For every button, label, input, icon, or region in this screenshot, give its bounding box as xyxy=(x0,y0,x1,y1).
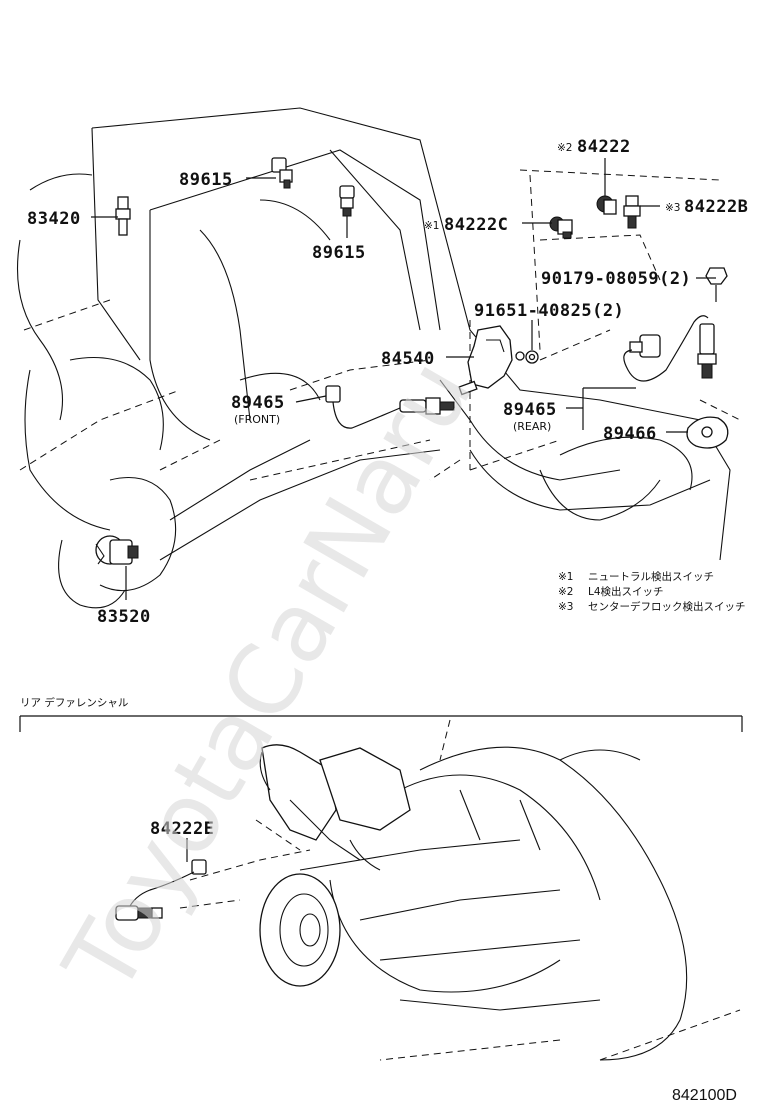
label-84222: 84222 xyxy=(577,137,631,157)
note-3-text: センターデフロック検出スイッチ xyxy=(588,600,746,613)
part-84222-l4-switch xyxy=(596,195,617,215)
label-89615-lower: 89615 xyxy=(312,243,366,263)
label-91651-40825: 91651-40825(2) xyxy=(474,301,624,321)
part-89466-gasket xyxy=(686,416,729,449)
note-2-text: L4検出スイッチ xyxy=(588,585,664,598)
part-89615-upper-sensor xyxy=(271,157,293,189)
label-84540: 84540 xyxy=(381,349,435,369)
label-89615-upper: 89615 xyxy=(179,170,233,190)
part-84222b-center-diff-lock-switch xyxy=(623,195,641,229)
part-83420-oil-pressure-switch xyxy=(115,196,131,236)
note-1-mark: ※1 xyxy=(558,571,573,583)
note-1-text: ニュートラル検出スイッチ xyxy=(588,570,714,583)
label-front: (FRONT) xyxy=(234,413,280,426)
section-divider: リア デファレンシャル xyxy=(19,696,743,732)
label-89466: 89466 xyxy=(603,424,657,444)
label-89465-front: 89465 xyxy=(231,393,285,413)
label-84222e: 84222E xyxy=(150,819,214,839)
footnotes: ※1 ニュートラル検出スイッチ ※2 L4検出スイッチ ※3 センターデフロック… xyxy=(558,570,746,613)
part-91651-bolt xyxy=(525,350,539,364)
label-mark-1: ※1 xyxy=(424,220,439,232)
leader-lines-upper xyxy=(91,158,717,600)
label-83520: 83520 xyxy=(97,607,151,627)
part-89465-rear-oxygen-sensor xyxy=(623,315,717,382)
engine-outline xyxy=(16,107,741,609)
label-rear: (REAR) xyxy=(513,420,551,433)
part-84222c-neutral-switch xyxy=(549,216,573,239)
figure-code: 842100D xyxy=(672,1087,737,1104)
note-2-mark: ※2 xyxy=(558,586,573,598)
label-mark-2: ※2 xyxy=(557,142,572,154)
label-mark-3: ※3 xyxy=(665,202,680,214)
part-84222e-diff-lock-switch xyxy=(115,859,207,921)
part-89465-front-oxygen-sensor xyxy=(325,385,455,429)
part-89615-lower-sensor xyxy=(339,185,355,217)
section-title-rear-differential: リア デファレンシャル xyxy=(20,696,128,709)
note-3-mark: ※3 xyxy=(558,601,573,613)
part-90179-nut xyxy=(705,267,728,285)
label-84222b: 84222B xyxy=(684,197,748,217)
label-90179-08059: 90179-08059(2) xyxy=(541,269,691,289)
label-89465-rear: 89465 xyxy=(503,400,557,420)
part-84540-neutral-start-switch xyxy=(458,325,525,396)
rear-differential-outline xyxy=(179,719,741,1061)
part-83520-sender xyxy=(95,535,139,565)
label-83420: 83420 xyxy=(27,209,81,229)
label-84222c: 84222C xyxy=(444,215,508,235)
